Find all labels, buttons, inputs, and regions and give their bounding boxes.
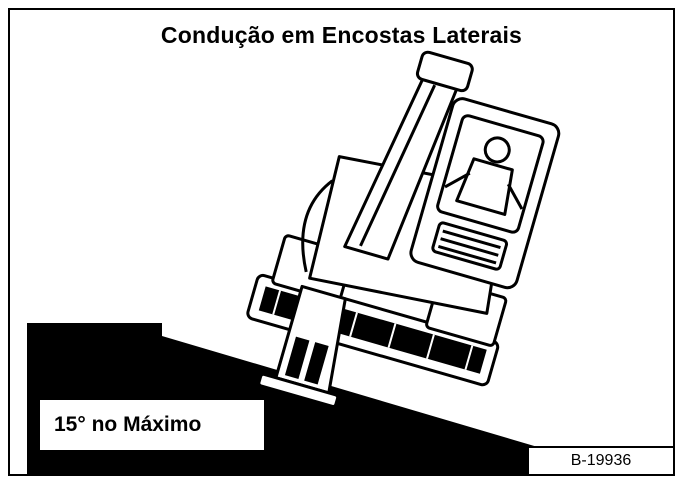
figure-title: Condução em Encostas Laterais [160, 22, 523, 48]
excavator-illustration [246, 50, 561, 408]
max-angle-label: 15° no Máximo [40, 400, 264, 450]
figure-frame: Condução em Encostas Laterais 15° no Máx… [8, 8, 675, 476]
figure-id-box: B-19936 [527, 446, 673, 474]
